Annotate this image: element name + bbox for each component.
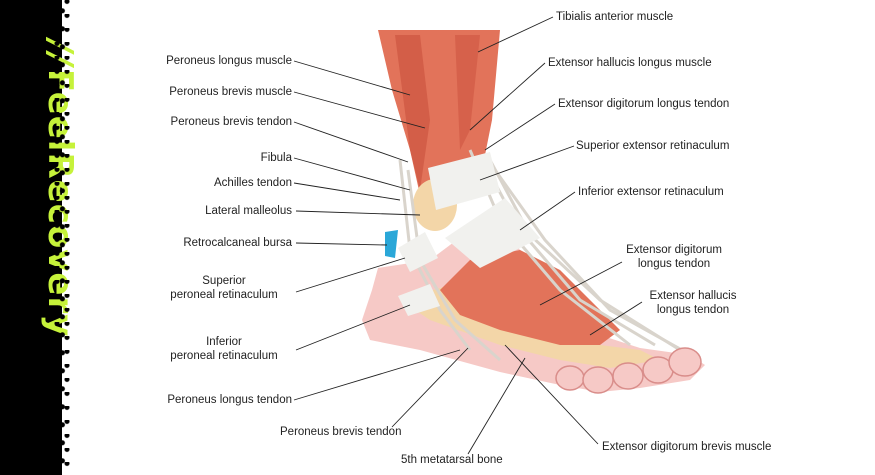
label-5th-metatarsal: 5th metatarsal bone: [401, 454, 503, 466]
label-line-1: Extensor digitorum: [626, 244, 722, 256]
label-achilles-tendon: Achilles tendon: [214, 177, 292, 189]
label-tibialis-anterior: Tibialis anterior muscle: [556, 11, 674, 23]
brand-strip: //FeelRecovery: [0, 0, 80, 475]
label-peroneus-longus-tendon: Peroneus longus tendon: [167, 394, 292, 406]
label-retrocalcaneal-bursa: Retrocalcaneal bursa: [183, 237, 292, 249]
label-line-1: Superior: [202, 275, 246, 287]
label-line-1: Inferior: [206, 336, 242, 348]
label-superior-peroneal-retinaculum: Superior peroneal retinaculum: [156, 274, 292, 302]
inferior-extensor-retinaculum: [445, 198, 540, 268]
label-extensor-digitorum-longus-tendon: Extensor digitorum longus tendon: [622, 243, 726, 271]
leg-muscle-shading: [395, 35, 430, 190]
label-inferior-peroneal-retinaculum: Inferior peroneal retinaculum: [156, 335, 292, 363]
label-line-2: peroneal retinaculum: [170, 289, 278, 301]
label-extensor-hallucis-longus-tendon: Extensor hallucis longus tendon: [644, 289, 742, 317]
label-line-2: peroneal retinaculum: [170, 350, 278, 362]
label-extensor-digitorum-brevis: Extensor digitorum brevis muscle: [602, 441, 772, 453]
toes: [555, 347, 702, 394]
label-fibula: Fibula: [260, 152, 292, 164]
label-superior-extensor-retinaculum: Superior extensor retinaculum: [576, 140, 730, 152]
label-peroneus-brevis-tendon-top: Peroneus brevis tendon: [170, 116, 292, 128]
leg-muscle-shading-2: [455, 35, 480, 150]
label-peroneus-brevis-muscle: Peroneus brevis muscle: [169, 86, 292, 98]
label-inferior-extensor-retinaculum: Inferior extensor retinaculum: [578, 186, 724, 198]
leader-lines: [293, 16, 643, 455]
label-line-2: longus tendon: [637, 258, 711, 270]
label-peroneus-longus-muscle: Peroneus longus muscle: [166, 55, 292, 67]
label-extensor-digitorum-longus-tendon-top: Extensor digitorum longus tendon: [558, 98, 730, 110]
inferior-peroneal-retinaculum: [398, 284, 440, 316]
dorsal-foot-muscles: [440, 250, 620, 345]
label-lateral-malleolus: Lateral malleolus: [205, 205, 292, 217]
label-extensor-hallucis-longus-muscle: Extensor hallucis longus muscle: [548, 57, 712, 69]
label-line-1: Extensor hallucis: [649, 290, 737, 302]
retrocalcaneal-bursa-shape: [385, 230, 398, 258]
label-line-2: longus tendon: [656, 304, 730, 316]
superior-extensor-retinaculum: [428, 152, 500, 210]
superior-peroneal-retinaculum: [398, 232, 438, 272]
label-peroneus-brevis-tendon-bottom: Peroneus brevis tendon: [280, 426, 402, 438]
